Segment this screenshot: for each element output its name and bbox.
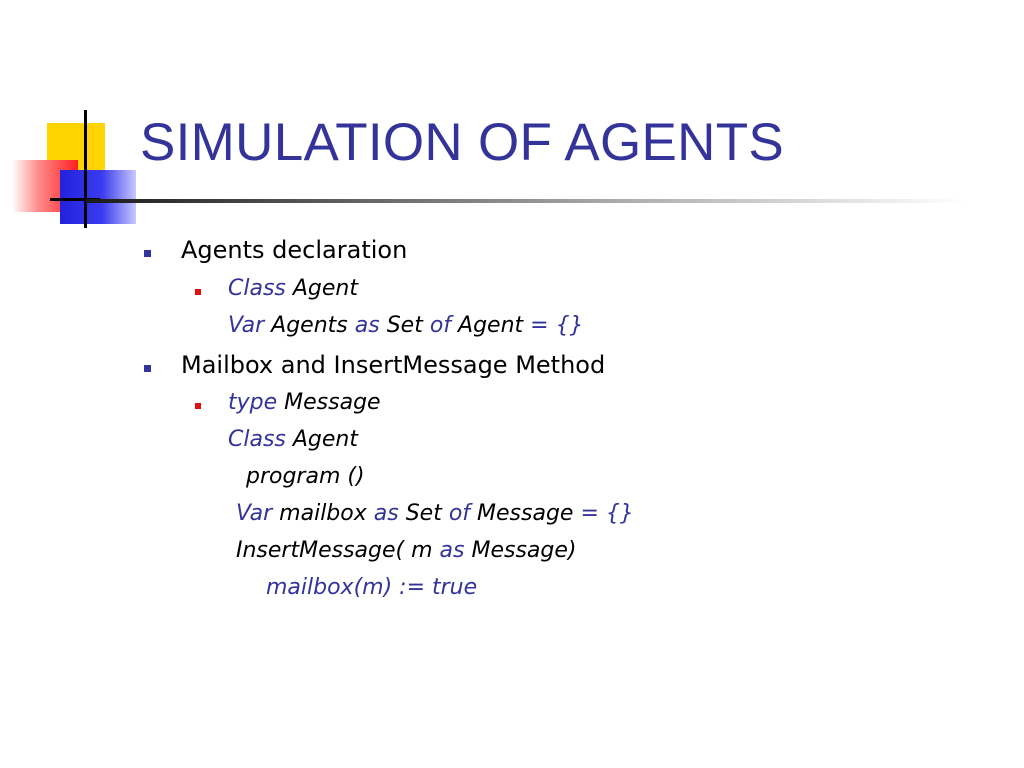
- code-keyword: as: [354, 313, 380, 338]
- code-keyword: of: [448, 501, 471, 526]
- bullet-level1-marker: [144, 250, 151, 257]
- code-text: Message): [464, 538, 577, 563]
- code-keyword: = {}: [530, 313, 584, 338]
- code-line-2: Var Agents as Set of Agent = {}: [228, 313, 584, 339]
- code-keyword: as: [439, 538, 465, 563]
- slide-logo-decoration: [0, 0, 150, 240]
- bullet-level2-marker: [195, 403, 201, 409]
- code-text: Set: [379, 313, 430, 338]
- bullet-agents-declaration: Agents declaration: [181, 236, 408, 264]
- title-underline: [86, 199, 966, 203]
- code-line-1: Class Agent: [228, 276, 358, 302]
- code-text: Agent: [285, 276, 359, 301]
- blue-square-decoration: [60, 170, 136, 224]
- code-line-8: mailbox(m) := true: [266, 575, 477, 601]
- code-keyword: of: [429, 313, 452, 338]
- code-text: Agents: [264, 313, 355, 338]
- code-keyword: Class: [228, 276, 286, 301]
- code-keyword: type: [228, 390, 278, 415]
- bullet-level1-marker: [144, 365, 151, 372]
- code-line-5: program (): [246, 464, 365, 490]
- code-line-4: Class Agent: [228, 427, 358, 453]
- code-text: mailbox: [272, 501, 374, 526]
- code-line-6: Var mailbox as Set of Message = {}: [236, 501, 634, 527]
- code-text: InsertMessage( m: [236, 538, 440, 563]
- code-keyword: Class: [228, 427, 286, 452]
- code-line-7: InsertMessage( m as Message): [236, 538, 576, 564]
- code-text: Set: [398, 501, 449, 526]
- code-line-3: type Message: [228, 390, 381, 416]
- code-text: program (): [246, 464, 365, 489]
- code-text: Agent: [451, 313, 531, 338]
- bullet-mailbox-method: Mailbox and InsertMessage Method: [181, 351, 606, 379]
- code-keyword: mailbox(m) := true: [266, 575, 478, 600]
- bullet-level2-marker: [195, 289, 201, 295]
- vertical-line-decoration: [84, 110, 87, 228]
- code-keyword: Var: [236, 501, 273, 526]
- horizontal-line-decoration: [50, 198, 100, 201]
- slide-title: SIMULATION OF AGENTS: [140, 113, 785, 172]
- code-text: Message: [470, 501, 581, 526]
- code-keyword: as: [373, 501, 399, 526]
- code-keyword: Var: [228, 313, 265, 338]
- code-text: Agent: [285, 427, 359, 452]
- code-text: Message: [277, 390, 381, 415]
- code-keyword: = {}: [580, 501, 634, 526]
